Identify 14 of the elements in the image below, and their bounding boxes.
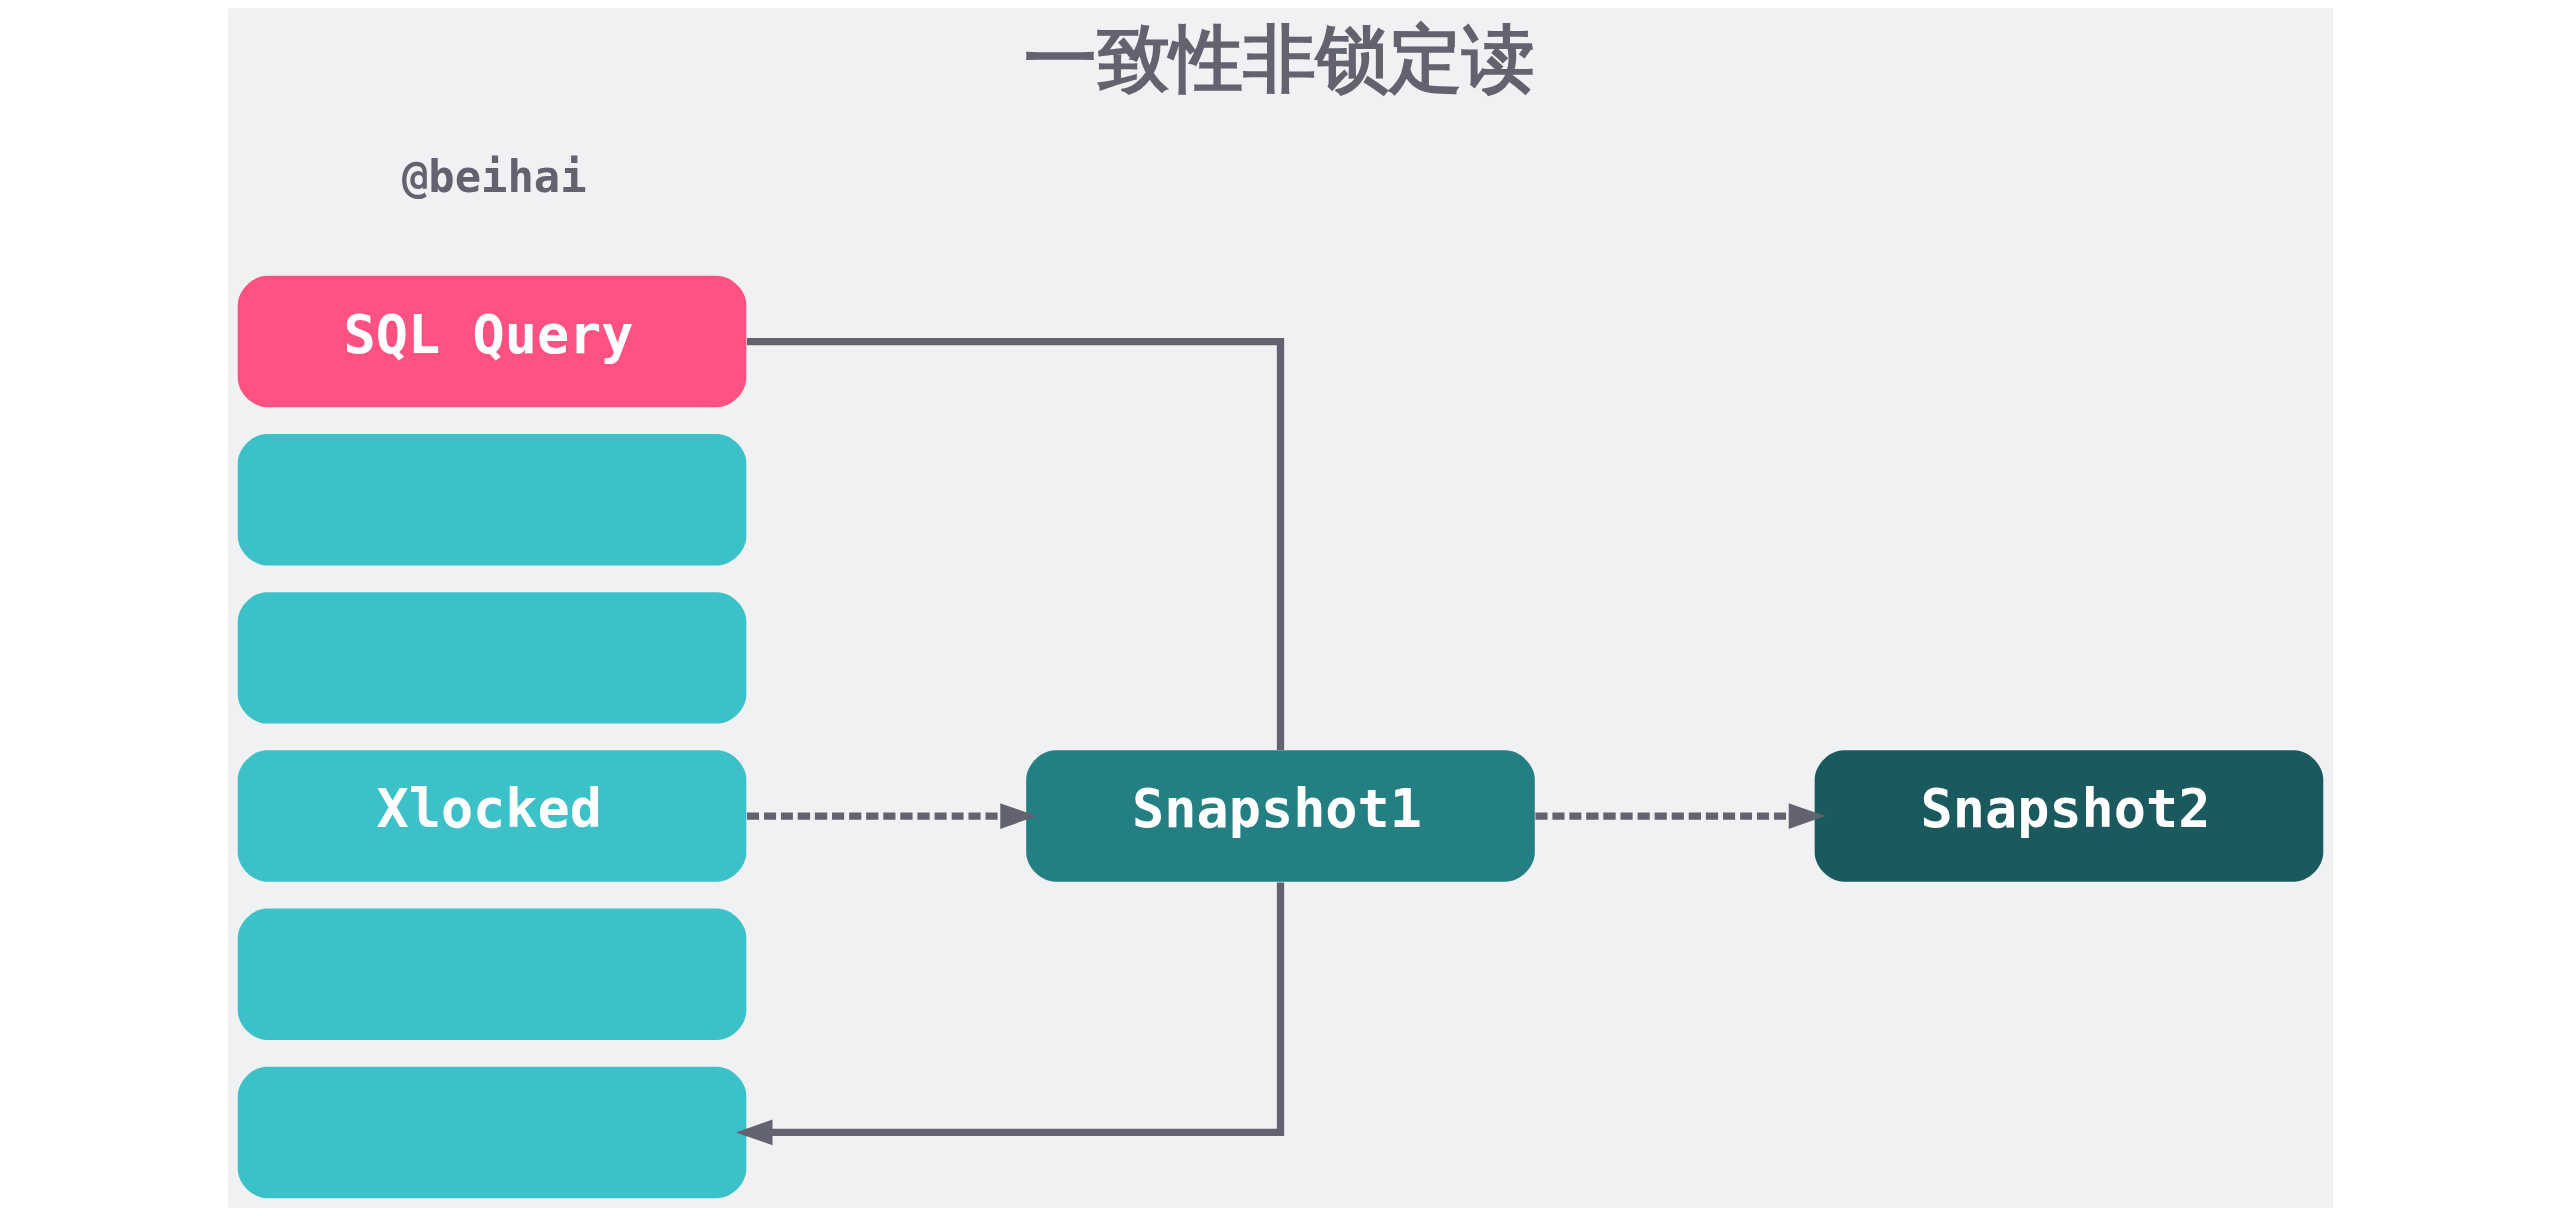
node-box: [237, 908, 746, 1040]
node-box: [237, 592, 746, 724]
arrow: [735, 882, 1284, 1146]
node-box: Snapshot2: [1814, 750, 2323, 882]
diagram-title: 一致性非锁定读: [1023, 15, 1535, 101]
arrow: [1534, 803, 1825, 829]
label: @beihai: [401, 150, 587, 202]
connector: [746, 337, 1284, 751]
node-box: [237, 1066, 746, 1199]
arrow: [746, 803, 1037, 829]
node-box: Xlocked: [237, 750, 746, 882]
node-box: SQL Query: [237, 275, 746, 408]
node-box: Snapshot1: [1025, 750, 1535, 882]
node-box: [237, 434, 746, 566]
